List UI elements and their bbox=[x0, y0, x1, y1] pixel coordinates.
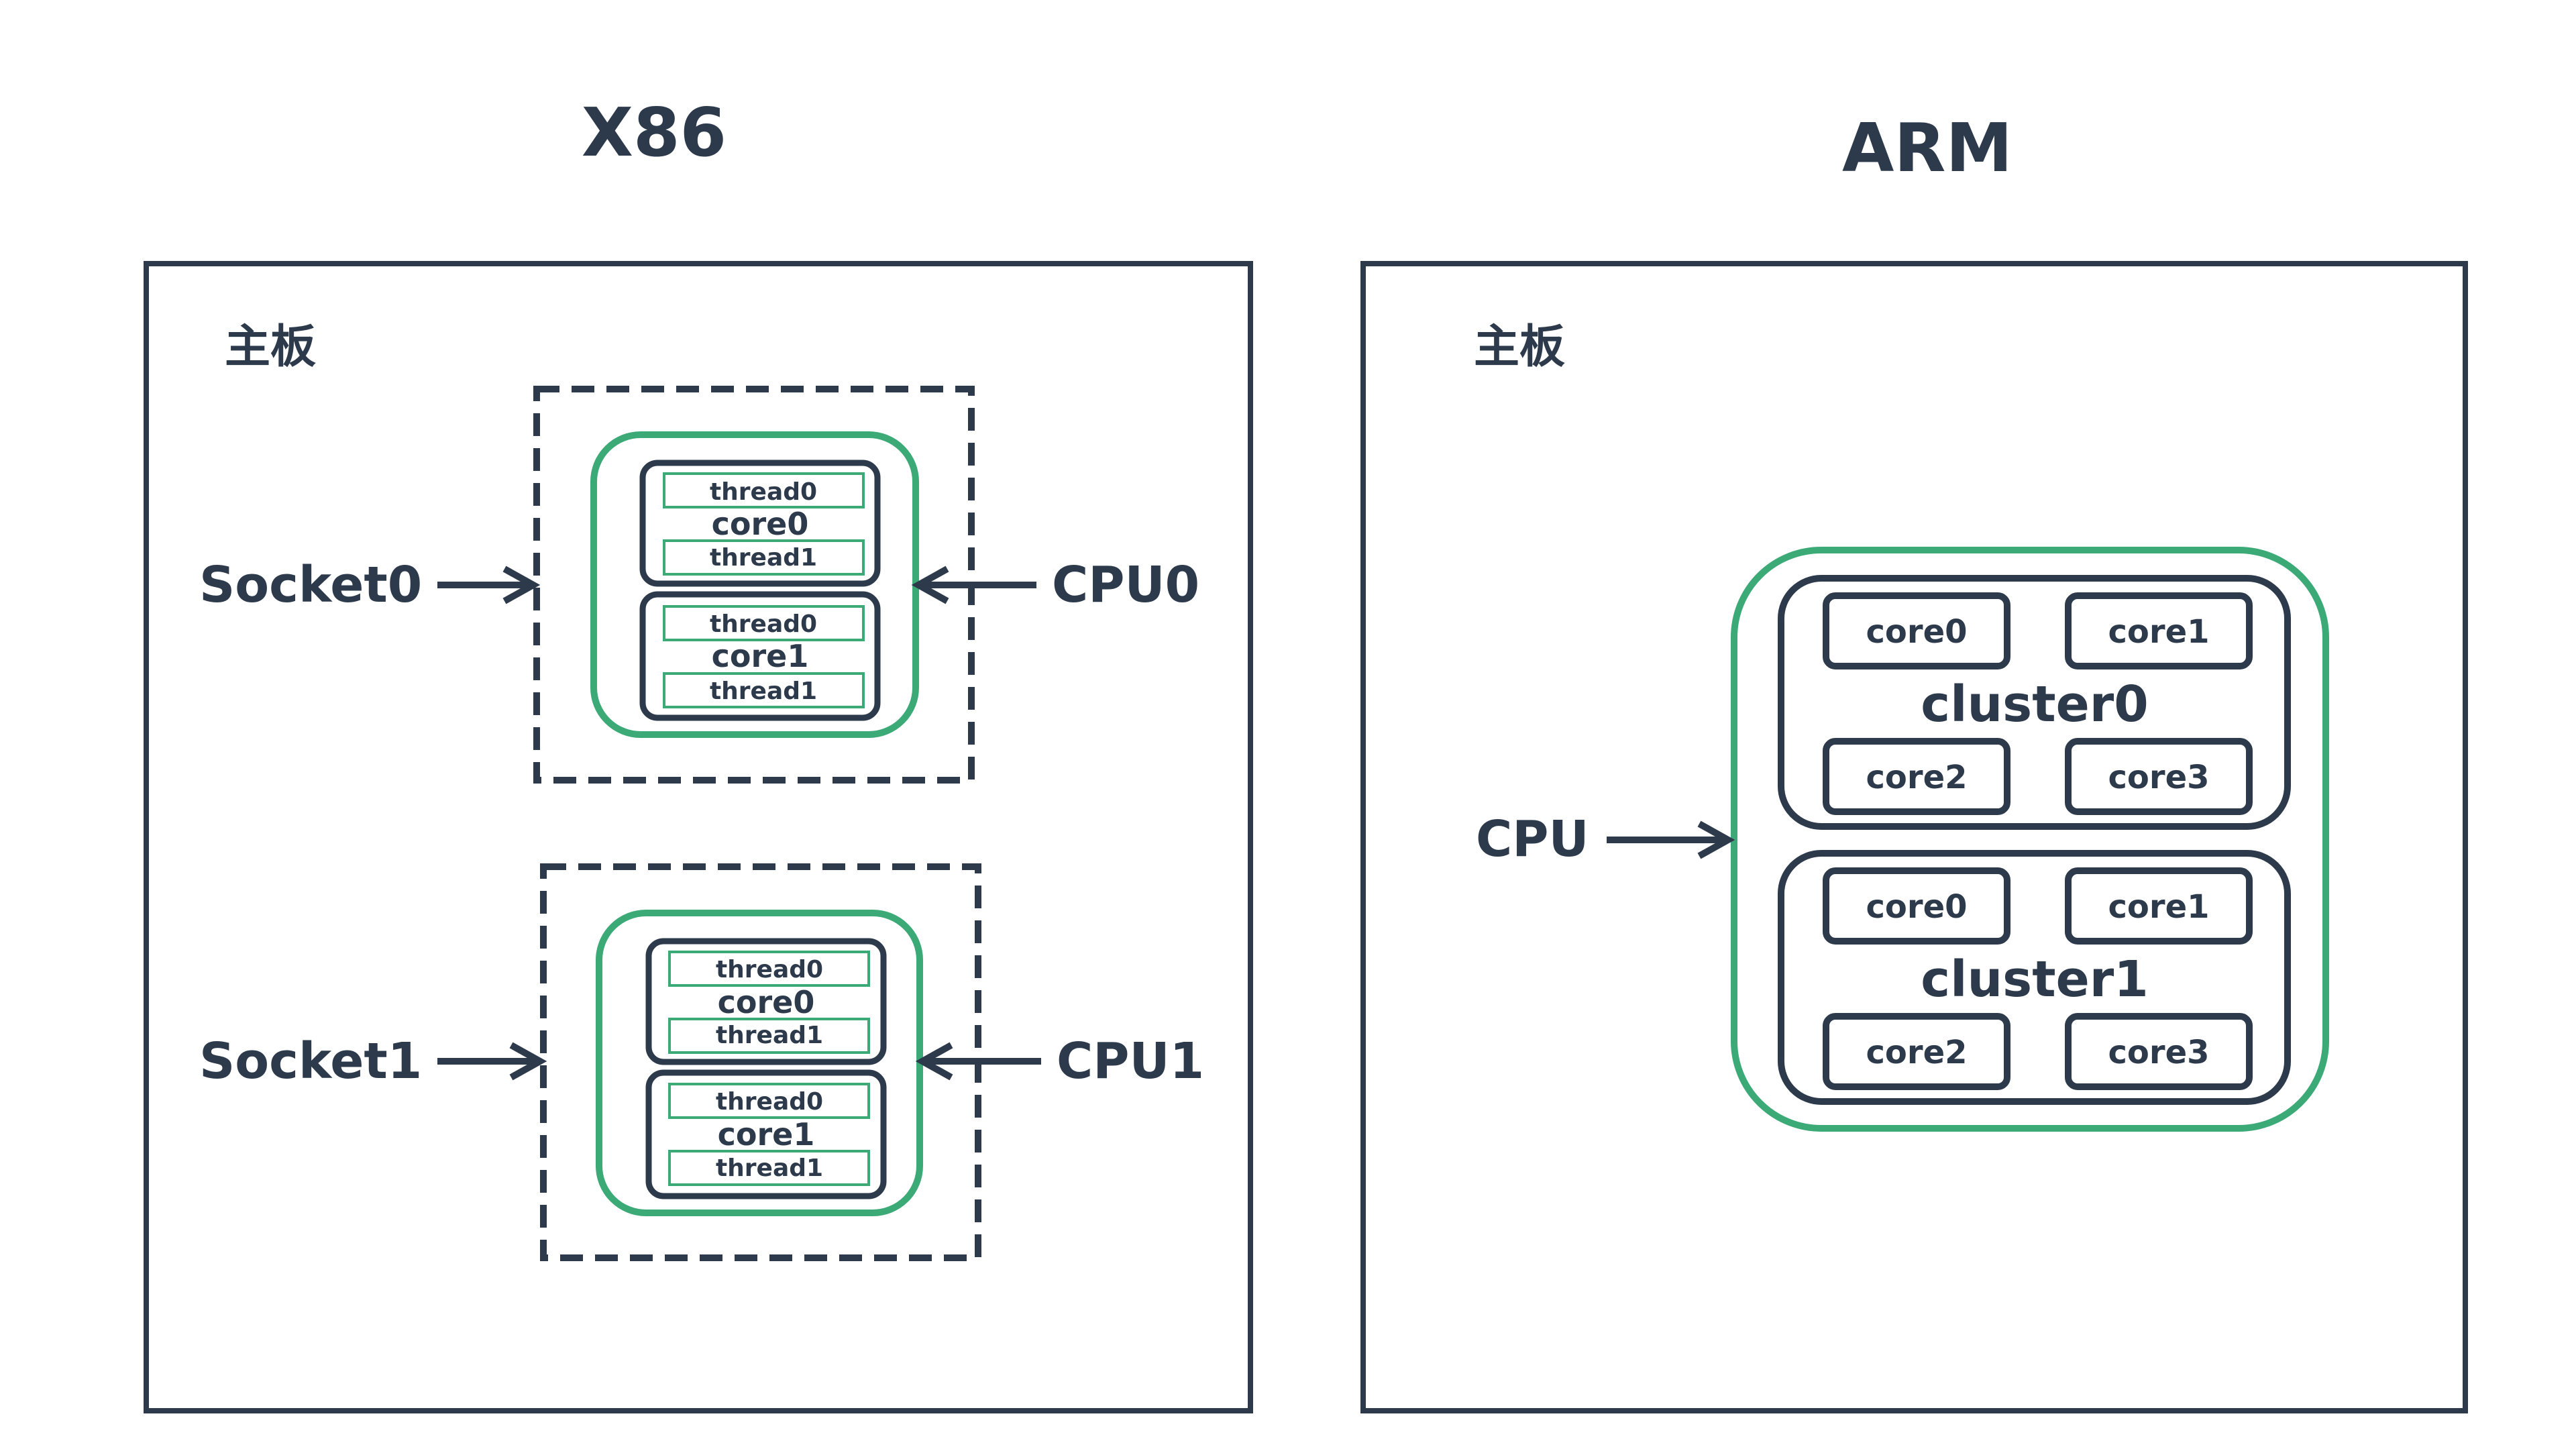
socket1-core1-thread0-box bbox=[668, 1083, 870, 1119]
x86-board-label: 主板 bbox=[225, 321, 316, 374]
socket0-core1-thread1-box bbox=[663, 672, 865, 708]
socket0-core1-thread0-box bbox=[663, 605, 865, 641]
socket1-core1-thread1-label: thread1 bbox=[716, 1155, 823, 1182]
socket1-core0-thread0-label: thread0 bbox=[716, 956, 823, 983]
arm-cpu-arrow-head bbox=[1697, 820, 1735, 859]
socket1-core0-label: core0 bbox=[718, 984, 815, 1020]
cluster0-core2-label: core2 bbox=[1866, 759, 1967, 796]
cluster1-core3-label: core3 bbox=[2108, 1034, 2209, 1071]
x86-socket1-group: thread0 core0 thread1 thread0 core1 thre… bbox=[199, 863, 1204, 1261]
x86-motherboard bbox=[144, 261, 1253, 1413]
socket1-core0-thread0-box bbox=[668, 951, 870, 987]
x86-socket0-group: thread0 core0 thread1 thread0 core1 thre… bbox=[199, 386, 1199, 784]
cluster0-label: cluster0 bbox=[1921, 676, 2149, 733]
cluster1-core1-label: core1 bbox=[2108, 888, 2209, 926]
cluster1-core3-box bbox=[2065, 1013, 2253, 1090]
socket1-core0-thread1-box bbox=[668, 1018, 870, 1054]
socket0-arrow-head bbox=[502, 566, 541, 604]
cluster0-core0-label: core0 bbox=[1866, 613, 1967, 651]
cluster0-core1-box bbox=[2065, 592, 2253, 669]
cpu1-label: CPU1 bbox=[1057, 1032, 1204, 1090]
cpu1-arrow-head bbox=[915, 1042, 953, 1081]
cluster1-core2-box bbox=[1823, 1013, 2010, 1090]
arm-title: ARM bbox=[1842, 109, 2012, 187]
cluster1-label: cluster1 bbox=[1921, 951, 2149, 1008]
socket0-label: Socket0 bbox=[199, 556, 422, 614]
cluster0-core3-box bbox=[2065, 738, 2253, 815]
cluster1-core2-label: core2 bbox=[1866, 1034, 1967, 1071]
arm-board-label: 主板 bbox=[1474, 321, 1565, 374]
socket1-label: Socket1 bbox=[199, 1032, 422, 1090]
socket1-core1-thread1-box bbox=[668, 1150, 870, 1186]
cluster1-core1-box bbox=[2065, 867, 2253, 945]
arm-cpu-package bbox=[1731, 547, 2329, 1132]
cluster0-core3-label: core3 bbox=[2108, 759, 2209, 796]
cluster0-box bbox=[1778, 575, 2291, 830]
cluster1-box bbox=[1778, 850, 2291, 1105]
arm-cpu-group: core0 core1 cluster0 core2 core3 core0 c… bbox=[1476, 547, 2329, 1132]
socket0-core0-thread0-label: thread0 bbox=[710, 478, 817, 506]
cluster0-core1-label: core1 bbox=[2108, 613, 2209, 651]
socket0-core0-thread1-box bbox=[663, 539, 865, 576]
arm-cpu-label: CPU bbox=[1476, 810, 1589, 868]
cluster1-core0-label: core0 bbox=[1866, 888, 1967, 926]
socket0-core1-label: core1 bbox=[712, 638, 809, 674]
cpu0-label: CPU0 bbox=[1052, 556, 1199, 614]
socket1-arrow-head bbox=[509, 1042, 547, 1081]
socket0-core0-thread0-box bbox=[663, 472, 865, 508]
cluster1-core0-box bbox=[1823, 867, 2010, 945]
socket0-core0-thread1-label: thread1 bbox=[710, 544, 817, 572]
socket1-core0-box bbox=[645, 938, 887, 1065]
socket1-core0-thread1-label: thread1 bbox=[716, 1022, 823, 1049]
socket1-core1-box bbox=[645, 1069, 887, 1199]
socket0-core1-box bbox=[639, 591, 881, 721]
x86-title: X86 bbox=[582, 93, 727, 172]
socket1-core1-thread0-label: thread0 bbox=[716, 1088, 823, 1116]
cluster0-core2-box bbox=[1823, 738, 2010, 815]
cpu0-arrow-head bbox=[911, 566, 949, 604]
socket0-core1-thread0-label: thread0 bbox=[710, 610, 817, 638]
socket0-core0-box bbox=[639, 460, 881, 587]
socket0-core1-thread1-label: thread1 bbox=[710, 678, 817, 705]
socket0-core0-label: core0 bbox=[712, 506, 809, 542]
socket1-core1-label: core1 bbox=[718, 1116, 815, 1152]
arm-motherboard bbox=[1360, 261, 2468, 1413]
cluster0-core0-box bbox=[1823, 592, 2010, 669]
